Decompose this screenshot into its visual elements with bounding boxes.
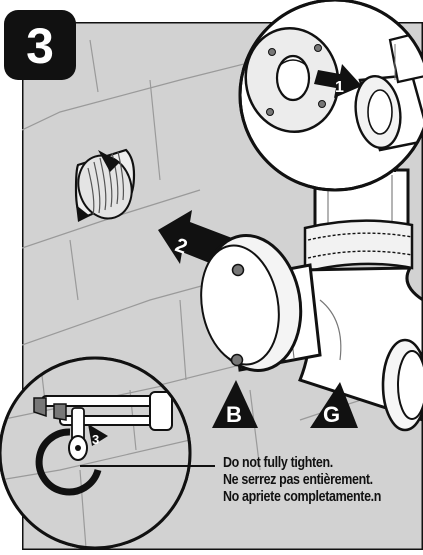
callout-g-label: G (323, 402, 340, 427)
arrow-3-label: 3 (92, 432, 99, 447)
step-badge: 3 (4, 10, 76, 80)
callout-b-label: B (226, 402, 242, 427)
zoom-inset-bottom: 3 (0, 358, 190, 548)
arrow-1-label: 1 (335, 79, 344, 96)
caption-english: Do not fully tighten. (223, 455, 381, 472)
tighten-warning-caption: Do not fully tighten. Ne serrez pas enti… (223, 455, 381, 506)
caption-french: Ne serrez pas entièrement. (223, 472, 381, 489)
step-number: 3 (26, 18, 54, 74)
caption-spanish: No apriete completamente.n (223, 489, 381, 506)
